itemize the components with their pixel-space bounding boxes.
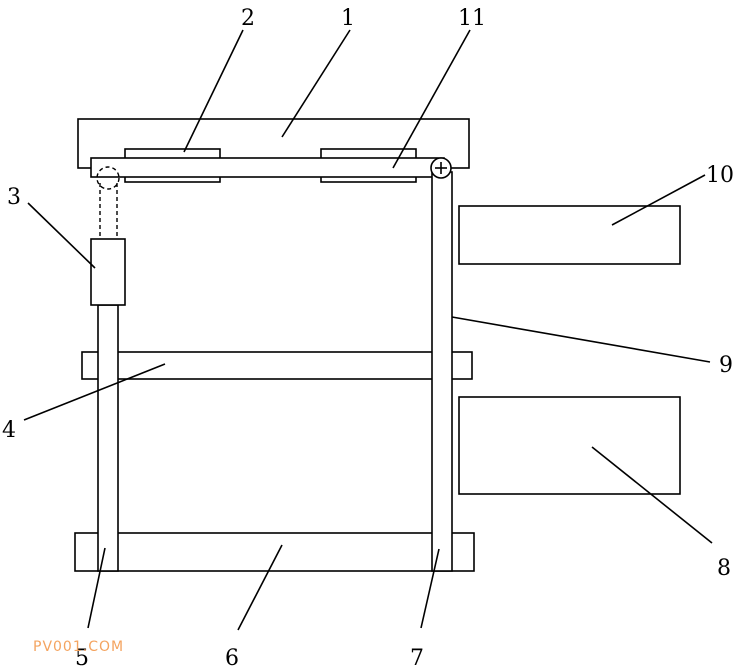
callout-6: 6 — [225, 646, 239, 671]
callout-5: 5 — [75, 646, 89, 671]
callout-8: 8 — [717, 556, 731, 581]
leader-2 — [183, 29, 244, 153]
leader-9 — [451, 316, 711, 363]
callout-10: 10 — [706, 163, 734, 188]
lower-right-box — [458, 396, 681, 495]
leader-3 — [27, 202, 96, 269]
left-post — [97, 304, 119, 572]
pivot-dashed — [96, 166, 120, 190]
callout-2: 2 — [241, 6, 255, 31]
leader-10 — [611, 174, 706, 226]
leader-7 — [420, 548, 440, 629]
right-post — [431, 171, 453, 572]
leader-5 — [87, 547, 106, 629]
leader-11 — [392, 29, 471, 169]
callout-4: 4 — [2, 418, 16, 443]
leader-8 — [591, 446, 713, 544]
leader-6 — [237, 544, 283, 631]
leader-4 — [23, 363, 166, 421]
middle-crossbar — [81, 351, 473, 380]
leader-1 — [281, 29, 351, 138]
callout-11: 11 — [458, 6, 486, 31]
callout-7: 7 — [410, 646, 424, 671]
callout-1: 1 — [341, 6, 355, 31]
callout-3: 3 — [7, 185, 21, 210]
base-plate — [74, 532, 475, 572]
cylinder — [90, 238, 126, 306]
horizontal-arm — [90, 157, 445, 178]
upper-right-box — [458, 205, 681, 265]
watermark: PV001.COM — [33, 639, 124, 655]
callout-9: 9 — [719, 353, 733, 378]
